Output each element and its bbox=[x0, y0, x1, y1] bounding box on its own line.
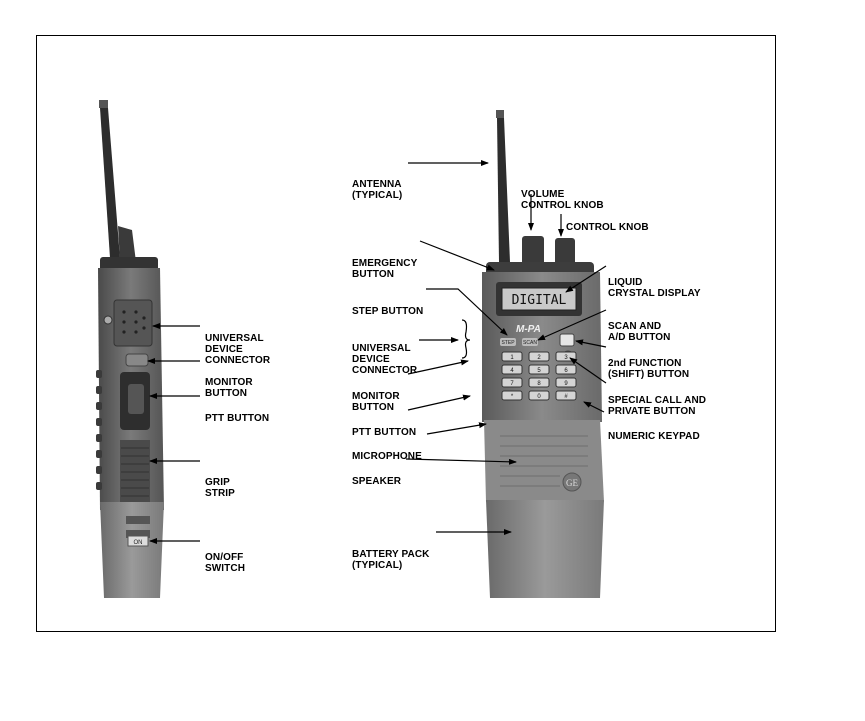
keypad-key bbox=[528, 351, 550, 362]
keypad-key bbox=[528, 364, 550, 375]
keypad-key bbox=[528, 377, 550, 388]
callout-antenna: ANTENNA(TYPICAL) bbox=[352, 179, 403, 201]
callout-numeric-keypad: NUMERIC KEYPAD bbox=[608, 431, 700, 442]
scan-key-text: SCAN bbox=[523, 340, 537, 346]
callout-ptt-button-right: PTT BUTTON bbox=[352, 427, 417, 438]
side-radio: ON bbox=[96, 100, 164, 598]
keypad-key-label: * bbox=[511, 394, 514, 400]
keypad-key bbox=[501, 364, 523, 375]
callout-control-knob: CONTROL KNOB bbox=[566, 222, 649, 233]
callout-battery-pack: BATTERY PACK(TYPICAL) bbox=[352, 549, 430, 571]
front-radio: DIGITAL M-PA STEP SCAN 1 2 3 4 5 6 7 8 9 * 0 # GE bbox=[482, 110, 604, 598]
keypad-key-label: 1 bbox=[510, 355, 514, 361]
keypad-key-label: 3 bbox=[564, 355, 568, 361]
keypad-key-label: 9 bbox=[564, 381, 568, 387]
callout-microphone: MICROPHONE bbox=[352, 451, 422, 462]
keypad-key bbox=[501, 351, 523, 362]
callout-step-button: STEP BUTTON bbox=[352, 306, 424, 317]
keypad-key bbox=[555, 364, 577, 375]
brand-text: M-PA bbox=[516, 324, 541, 335]
keypad-key bbox=[528, 390, 550, 401]
callout-ptt-button-left: PTT BUTTON bbox=[205, 413, 270, 424]
keypad-key bbox=[555, 390, 577, 401]
keypad-key-label: # bbox=[564, 394, 568, 400]
keypad-key-label: 7 bbox=[510, 381, 514, 387]
keypad-key-label: 5 bbox=[537, 368, 541, 374]
keypad-key bbox=[555, 377, 577, 388]
keypad-key-label: 8 bbox=[537, 381, 541, 387]
svg-text:GE: GE bbox=[566, 478, 578, 488]
left-leader-lines bbox=[147, 323, 200, 544]
step-key-text: STEP bbox=[501, 340, 515, 346]
numeric-keypad: 1 2 3 4 5 6 7 8 9 * 0 # bbox=[501, 351, 577, 401]
lcd-text: DIGITAL bbox=[512, 293, 567, 308]
keypad-key-label: 4 bbox=[510, 368, 514, 374]
keypad-key bbox=[501, 390, 523, 401]
callout-2nd-function-button: 2nd FUNCTION(SHIFT) BUTTON bbox=[608, 358, 690, 380]
callout-speaker: SPEAKER bbox=[352, 476, 402, 487]
onoff-marking: ON bbox=[134, 540, 143, 546]
right-leader-lines bbox=[405, 160, 607, 535]
keypad-key-label: 0 bbox=[537, 394, 541, 400]
keypad-key-label: 6 bbox=[564, 368, 568, 374]
keypad-key bbox=[501, 377, 523, 388]
connector-brace bbox=[461, 319, 471, 359]
keypad-key-label: 2 bbox=[537, 355, 541, 361]
